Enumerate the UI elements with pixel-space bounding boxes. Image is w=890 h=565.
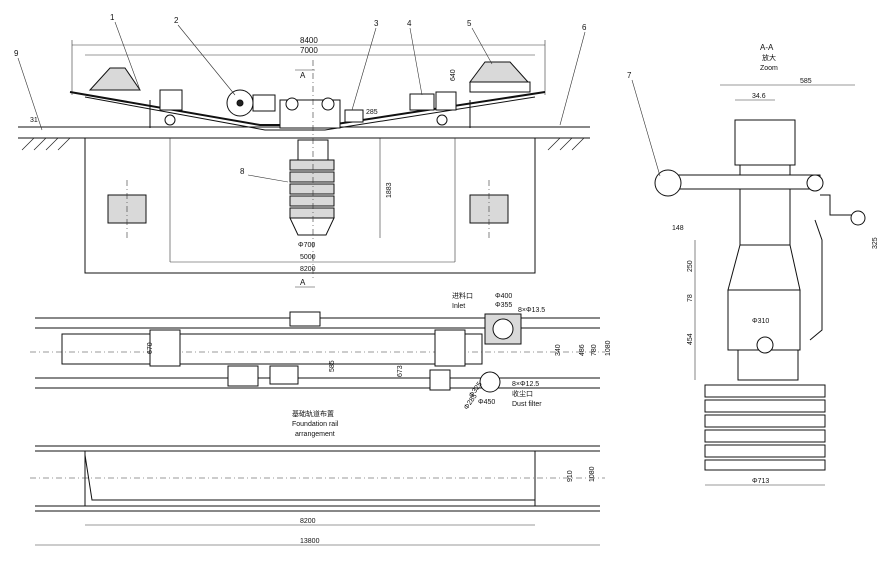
dim-486: 486 — [579, 344, 586, 356]
outlet-cn: 收尘口 — [512, 389, 533, 398]
dim-d400: Φ400 — [495, 293, 512, 300]
ground-hatch — [21, 137, 585, 151]
inlet-en: Inlet — [452, 303, 465, 310]
sec-dim-78: 78 — [687, 294, 694, 302]
section-aa: A-A 放大 Zoom 585 34.6 Φ713 1 — [627, 43, 879, 486]
dim-1883: 1883 — [386, 182, 393, 198]
callout-9: 9 — [14, 49, 19, 58]
dim-d450: Φ450 — [478, 399, 495, 406]
dim-d700: Φ700 — [298, 242, 315, 249]
sec-dim-148: 148 — [672, 225, 684, 232]
dim-inner: 7000 — [300, 46, 318, 55]
dim-640: 640 — [450, 69, 457, 81]
plan-view: 进料口 Inlet Φ400 Φ355 8×Φ13.5 Φ325 Φ285 8×… — [30, 291, 612, 411]
dim-1080-plan: 1080 — [605, 340, 612, 356]
dim-31: 31 — [30, 117, 38, 124]
foundation-dim-910: 910 — [567, 470, 574, 482]
callout-7: 7 — [627, 71, 632, 80]
dim-673: 673 — [397, 365, 404, 377]
outlet-en: Dust filter — [512, 401, 542, 408]
elevation-view: 8400 7000 A A 31 — [14, 13, 590, 288]
section-mark-top: A — [300, 71, 306, 80]
sec-dim-250: 250 — [687, 260, 694, 272]
callout-3: 3 — [374, 19, 379, 28]
callout-2: 2 — [174, 16, 179, 25]
foundation-title-cn: 基础轨道布置 — [292, 409, 334, 418]
dim-780: 780 — [591, 344, 598, 356]
dim-340: 340 — [555, 344, 562, 356]
callout-5: 5 — [467, 19, 472, 28]
callout-4: 4 — [407, 19, 412, 28]
dim-285: 285 — [366, 109, 378, 116]
dim-8x13-5: 8×Φ13.5 — [518, 307, 545, 314]
sec-dim-346: 34.6 — [752, 93, 766, 100]
sec-dim-454: 454 — [687, 333, 694, 345]
dim-8200: 8200 — [300, 266, 316, 273]
sec-dim-d310: Φ310 — [752, 318, 769, 325]
sec-dim-d713: Φ713 — [752, 478, 769, 485]
sec-dim-325: 325 — [872, 237, 879, 249]
dim-585: 585 — [329, 360, 336, 372]
callout-8: 8 — [240, 167, 245, 176]
dim-8x12-5: 8×Φ12.5 — [512, 381, 539, 388]
dim-d355: Φ355 — [495, 302, 512, 309]
foundation-dim-13800: 13800 — [300, 538, 320, 545]
inlet-cn: 进料口 — [452, 291, 473, 300]
callout-1: 1 — [110, 13, 115, 22]
section-subtitle-en: Zoom — [760, 65, 778, 72]
foundation-title-en1: Foundation rail — [292, 421, 339, 428]
dim-670: 670 — [147, 342, 154, 354]
foundation-dim-1080: 1080 — [589, 466, 596, 482]
dim-overall: 8400 — [300, 36, 318, 45]
foundation-title-en2: arrangement — [295, 431, 335, 438]
section-mark-bottom: A — [300, 278, 306, 287]
callout-6: 6 — [582, 23, 587, 32]
foundation-view: 基础轨道布置 Foundation rail arrangement 8200 … — [30, 409, 605, 546]
dim-d285: Φ285 — [463, 393, 479, 411]
section-subtitle-cn: 放大 — [762, 53, 776, 62]
bellows — [704, 384, 826, 471]
telescopic-chute — [289, 139, 335, 236]
section-title: A-A — [760, 43, 774, 52]
dim-5000: 5000 — [300, 254, 316, 261]
foundation-dim-8200: 8200 — [300, 518, 316, 525]
sec-dim-585: 585 — [800, 78, 812, 85]
